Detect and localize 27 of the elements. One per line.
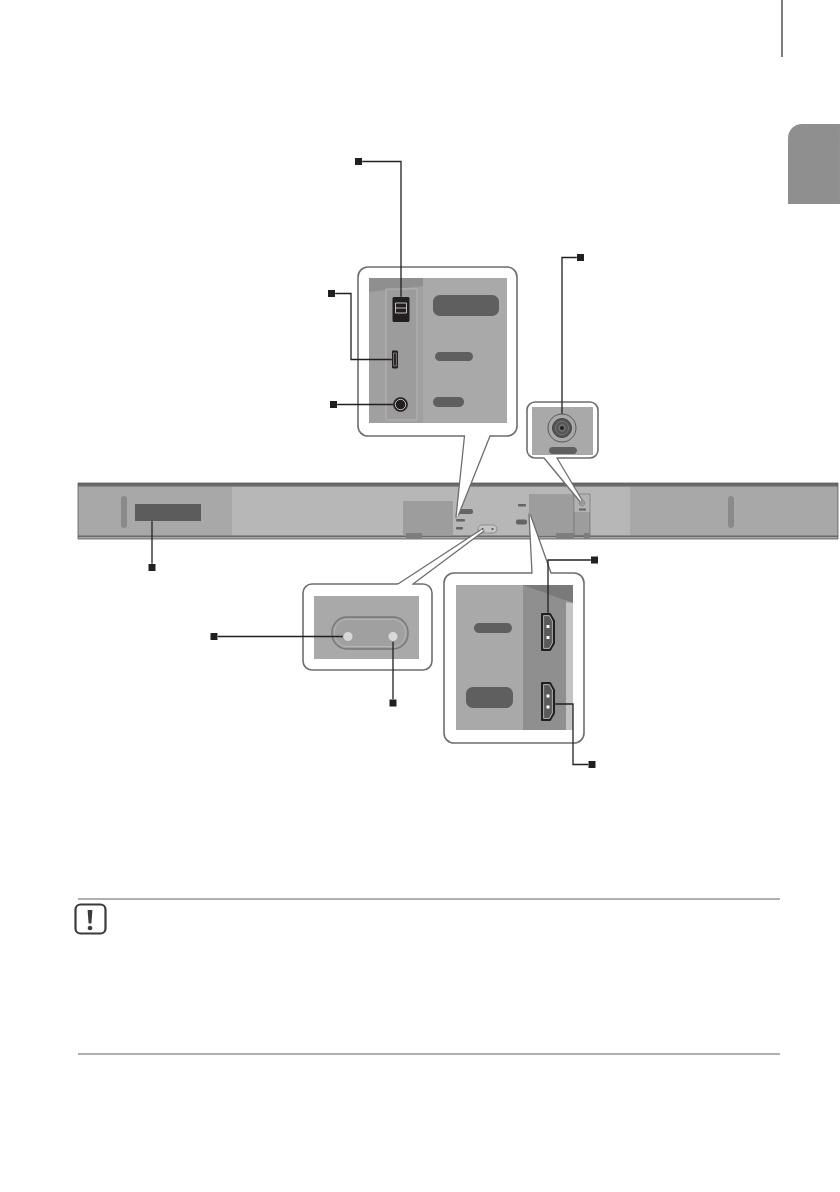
callout-marker [328, 290, 335, 297]
leader-line [547, 559, 592, 614]
label-plate [135, 504, 201, 521]
leader-line [561, 256, 578, 415]
hdmi-port [541, 613, 555, 651]
callout-marker [148, 564, 156, 571]
micro-usb-port [392, 350, 398, 369]
leader-line [336, 403, 394, 406]
callout-marker [591, 556, 598, 564]
callout-marker [588, 761, 596, 768]
callout-marker [355, 158, 362, 165]
callout-marker [389, 699, 397, 707]
leader-line [151, 520, 153, 565]
mounting-hole [387, 631, 399, 642]
mounting-hole [342, 631, 354, 642]
callout-marker [577, 254, 584, 261]
callout-marker [210, 633, 218, 640]
usb-port [392, 297, 410, 322]
hdmi-port [541, 682, 555, 721]
callout-marker [330, 401, 337, 408]
audio-jack [393, 397, 408, 412]
leader-line [217, 635, 344, 638]
leader-line [392, 641, 394, 700]
leader-line [361, 160, 402, 298]
round-socket [547, 413, 577, 443]
leader-line [334, 292, 393, 361]
leader-line [554, 703, 589, 766]
